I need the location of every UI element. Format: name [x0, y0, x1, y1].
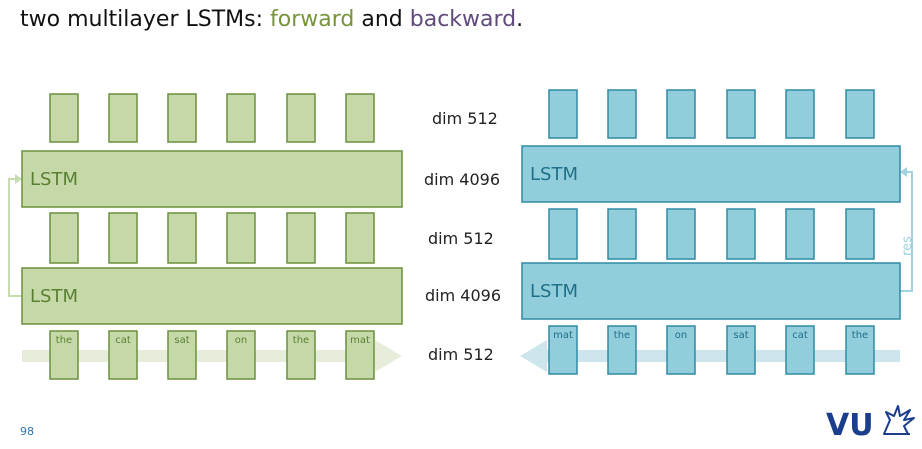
output-vector-2 — [108, 93, 138, 143]
hidden-vector-2 — [607, 208, 637, 260]
residual-connector — [900, 171, 913, 292]
dim-label-3: dim 512 — [428, 229, 494, 248]
token-label-2: cat — [115, 335, 131, 346]
input-token-5 — [286, 330, 316, 380]
token-label-5: cat — [792, 330, 808, 341]
output-vector-5 — [286, 93, 316, 143]
input-token-3 — [666, 325, 696, 375]
output-vector-5 — [785, 89, 815, 139]
token-label-4: sat — [733, 330, 748, 341]
token-label-6: mat — [350, 335, 370, 346]
token-label-5: the — [293, 335, 309, 346]
input-token-3 — [167, 330, 197, 380]
output-vector-2 — [607, 89, 637, 139]
residual-arrowhead — [900, 167, 907, 177]
input-token-4 — [226, 330, 256, 380]
hidden-vector-2 — [108, 212, 138, 264]
token-label-6: the — [852, 330, 868, 341]
output-vector-4 — [226, 93, 256, 143]
dim-label-5: dim 512 — [428, 345, 494, 364]
output-vector-3 — [666, 89, 696, 139]
lstm-label-top: LSTM — [30, 169, 78, 190]
input-token-2 — [108, 330, 138, 380]
hidden-vector-5 — [286, 212, 316, 264]
hidden-vector-4 — [726, 208, 756, 260]
hidden-vector-1 — [548, 208, 578, 260]
lstm-layer-top — [521, 145, 901, 203]
lstm-layer-bottom — [21, 267, 403, 325]
dim-label-1: dim 512 — [432, 109, 498, 128]
output-vector-6 — [845, 89, 875, 139]
page-number: 98 — [20, 425, 34, 438]
lstm-label-bottom: LSTM — [30, 286, 78, 307]
hidden-vector-5 — [785, 208, 815, 260]
input-token-6 — [845, 325, 875, 375]
output-vector-6 — [345, 93, 375, 143]
input-token-4 — [726, 325, 756, 375]
hidden-vector-1 — [49, 212, 79, 264]
token-label-3: sat — [174, 335, 189, 346]
input-token-5 — [785, 325, 815, 375]
token-label-1: the — [56, 335, 72, 346]
token-label-2: the — [614, 330, 630, 341]
hidden-vector-3 — [167, 212, 197, 264]
sequence-arrow — [22, 340, 402, 372]
hidden-vector-6 — [845, 208, 875, 260]
logo-wordmark: VU — [826, 408, 874, 443]
input-token-2 — [607, 325, 637, 375]
griffin-icon — [883, 405, 915, 435]
hidden-vector-6 — [345, 212, 375, 264]
lstm-label-bottom: LSTM — [530, 281, 578, 302]
residual-label: res — [900, 236, 915, 256]
residual-arrowhead — [15, 174, 22, 184]
sequence-arrow — [520, 340, 900, 372]
input-token-1 — [49, 330, 79, 380]
output-vector-1 — [49, 93, 79, 143]
input-token-1 — [548, 325, 578, 375]
dim-label-4: dim 4096 — [425, 286, 501, 305]
hidden-vector-3 — [666, 208, 696, 260]
slide-title: two multilayer LSTMs: forward and backwa… — [20, 7, 523, 32]
input-token-6 — [345, 330, 375, 380]
token-label-1: mat — [553, 330, 573, 341]
lstm-layer-top — [21, 150, 403, 208]
forward-lstm: LSTM LSTM the cat sat on the mat — [8, 93, 403, 380]
dim-label-2: dim 4096 — [424, 170, 500, 189]
output-vector-3 — [167, 93, 197, 143]
lstm-label-top: LSTM — [530, 164, 578, 185]
output-vector-4 — [726, 89, 756, 139]
hidden-vector-4 — [226, 212, 256, 264]
residual-connector — [8, 178, 22, 297]
lstm-layer-bottom — [521, 262, 901, 320]
token-label-3: on — [675, 330, 687, 341]
output-vector-1 — [548, 89, 578, 139]
vu-logo: VU — [826, 405, 915, 443]
token-label-4: on — [235, 335, 247, 346]
